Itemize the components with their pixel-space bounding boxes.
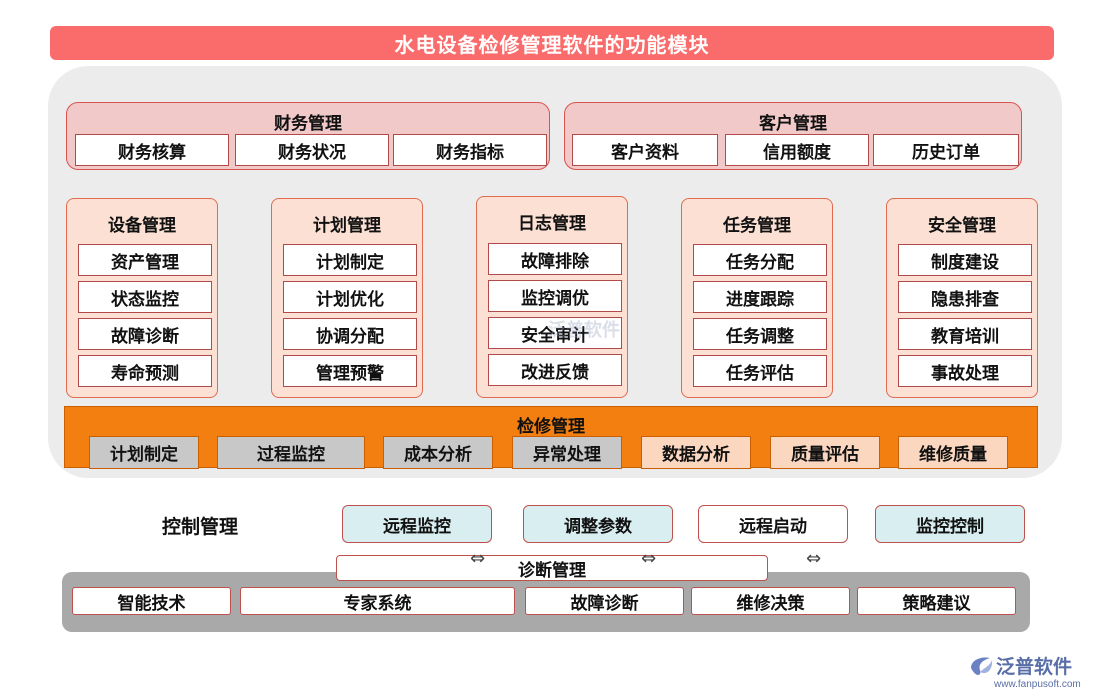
module-title: 计划管理 — [313, 216, 381, 236]
module-item: 资产管理 — [78, 244, 212, 276]
control-item: 调整参数 — [523, 505, 673, 543]
maintenance-title: 检修管理 — [517, 417, 585, 437]
customer-item: 历史订单 — [873, 134, 1019, 166]
module-item: 计划制定 — [283, 244, 417, 276]
maintenance-item: 数据分析 — [641, 436, 751, 469]
module-item: 教育培训 — [898, 318, 1032, 350]
logo-mark-icon — [971, 657, 993, 675]
logo-name: 泛普软件 — [996, 656, 1073, 678]
control-item: 监控控制 — [875, 505, 1025, 543]
module-title: 日志管理 — [518, 214, 586, 234]
customer-item: 信用额度 — [725, 134, 869, 166]
module-item: 安全审计 — [488, 317, 622, 349]
module-item: 制度建设 — [898, 244, 1032, 276]
module-equipment: 设备管理 资产管理 状态监控 故障诊断 寿命预测 — [66, 198, 218, 398]
control-item: 远程启动 — [698, 505, 848, 543]
diagnosis-item: 策略建议 — [857, 587, 1016, 615]
diagnosis-title: 诊断管理 — [336, 555, 768, 581]
module-title: 设备管理 — [108, 216, 176, 236]
module-item: 状态监控 — [78, 281, 212, 313]
module-item: 故障排除 — [488, 243, 622, 275]
maintenance-item: 成本分析 — [383, 436, 493, 469]
module-title: 安全管理 — [928, 216, 996, 236]
finance-item: 财务指标 — [393, 134, 547, 166]
module-item: 寿命预测 — [78, 355, 212, 387]
module-item: 监控调优 — [488, 280, 622, 312]
module-item: 任务评估 — [693, 355, 827, 387]
module-item: 事故处理 — [898, 355, 1032, 387]
module-title: 任务管理 — [723, 216, 791, 236]
maintenance-item: 计划制定 — [89, 436, 199, 469]
maintenance-bar: 检修管理 计划制定 过程监控 成本分析 异常处理 数据分析 质量评估 维修质量 — [64, 406, 1038, 469]
module-item: 隐患排查 — [898, 281, 1032, 313]
control-item: 远程监控 — [342, 505, 492, 543]
diagnosis-item: 故障诊断 — [525, 587, 684, 615]
finance-group-title: 财务管理 — [274, 114, 342, 134]
customer-item: 客户资料 — [572, 134, 718, 166]
module-item: 协调分配 — [283, 318, 417, 350]
finance-item: 财务核算 — [75, 134, 229, 166]
maintenance-item: 维修质量 — [898, 436, 1008, 469]
double-arrow-icon: ⇔ — [806, 548, 822, 569]
customer-group: 客户管理 客户资料 信用额度 历史订单 — [564, 102, 1022, 170]
double-arrow-icon: ⇔ — [470, 548, 486, 569]
watermark: 泛普软件 — [548, 320, 620, 341]
double-arrow-icon: ⇔ — [641, 548, 657, 569]
module-safety: 安全管理 制度建设 隐患排查 教育培训 事故处理 — [886, 198, 1038, 398]
module-item: 管理预警 — [283, 355, 417, 387]
finance-group: 财务管理 财务核算 财务状况 财务指标 — [66, 102, 550, 170]
maintenance-item: 异常处理 — [512, 436, 622, 469]
maintenance-item: 过程监控 — [217, 436, 365, 469]
module-item: 任务调整 — [693, 318, 827, 350]
module-task: 任务管理 任务分配 进度跟踪 任务调整 任务评估 — [681, 198, 833, 398]
module-log: 日志管理 故障排除 监控调优 安全审计 改进反馈 — [476, 196, 628, 398]
module-item: 任务分配 — [693, 244, 827, 276]
diagnosis-item: 专家系统 — [240, 587, 515, 615]
module-item: 进度跟踪 — [693, 281, 827, 313]
customer-group-title: 客户管理 — [759, 114, 827, 134]
brand-logo: 泛普软件 www.fanpusoft.com — [968, 652, 1093, 696]
maintenance-item: 质量评估 — [770, 436, 880, 469]
finance-item: 财务状况 — [235, 134, 389, 166]
module-item: 计划优化 — [283, 281, 417, 313]
module-planning: 计划管理 计划制定 计划优化 协调分配 管理预警 — [271, 198, 423, 398]
module-item: 故障诊断 — [78, 318, 212, 350]
page-title: 水电设备检修管理软件的功能模块 — [50, 26, 1054, 60]
control-label: 控制管理 — [162, 516, 239, 538]
diagnosis-item: 维修决策 — [691, 587, 850, 615]
logo-url: www.fanpusoft.com — [994, 679, 1081, 690]
module-item: 改进反馈 — [488, 354, 622, 386]
diagnosis-item: 智能技术 — [72, 587, 231, 615]
